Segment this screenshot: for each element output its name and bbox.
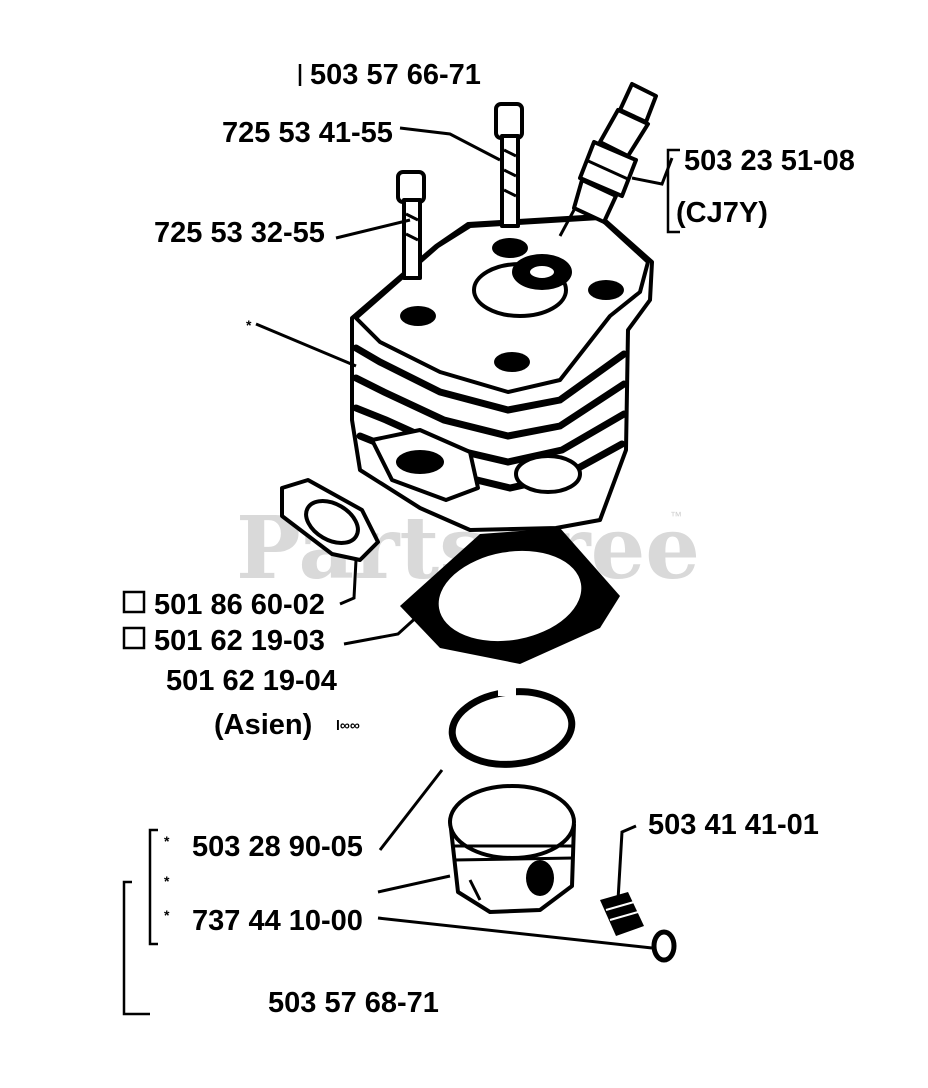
checkbox-intake-gasket (122, 590, 146, 614)
label-cylinder-assembly: 503 57 66-71 (310, 59, 481, 91)
label-circlip: 737 44 10-00 (192, 905, 363, 937)
spark-plug-drawing (558, 82, 658, 237)
piston-ring-drawing (448, 688, 576, 768)
intake-gasket-drawing (280, 478, 380, 562)
label-piston-assembly: 503 57 68-71 (268, 987, 439, 1019)
checkbox-base-gasket (122, 626, 146, 650)
label-base-gasket: 501 62 19-03 (154, 625, 325, 657)
piston-drawing (448, 784, 576, 914)
label-piston-star: * (164, 873, 170, 889)
label-screw-short: 725 53 32-55 (154, 217, 325, 249)
base-gasket-drawing (400, 528, 620, 664)
cylinder-drawing (350, 214, 654, 532)
label-spark-plug: 503 23 51-08 (684, 145, 855, 177)
label-asien-suffix: l∞∞ (336, 717, 360, 733)
screw-long-drawing (494, 102, 524, 228)
leader-lines (255, 126, 674, 950)
label-screw-long: 725 53 41-55 (222, 117, 393, 149)
label-spark-plug-type: (CJ7Y) (676, 197, 768, 229)
brackets (122, 64, 680, 1016)
label-piston-ring: 503 28 90-05 (192, 831, 363, 863)
label-piston-ring-star: * (164, 833, 170, 849)
label-circlip-star: * (164, 907, 170, 923)
screw-short-drawing (396, 170, 426, 280)
label-intake-gasket: 501 86 60-02 (154, 589, 325, 621)
label-asien-note: (Asien) (214, 709, 312, 741)
label-piston-pin: 503 41 41-01 (648, 809, 819, 841)
label-base-gasket-alt: 501 62 19-04 (166, 665, 337, 697)
circlip-drawing (651, 929, 677, 963)
piston-pin-drawing (600, 892, 644, 936)
label-cylinder-star: * (246, 317, 252, 333)
watermark-trademark: ™ (670, 509, 682, 523)
